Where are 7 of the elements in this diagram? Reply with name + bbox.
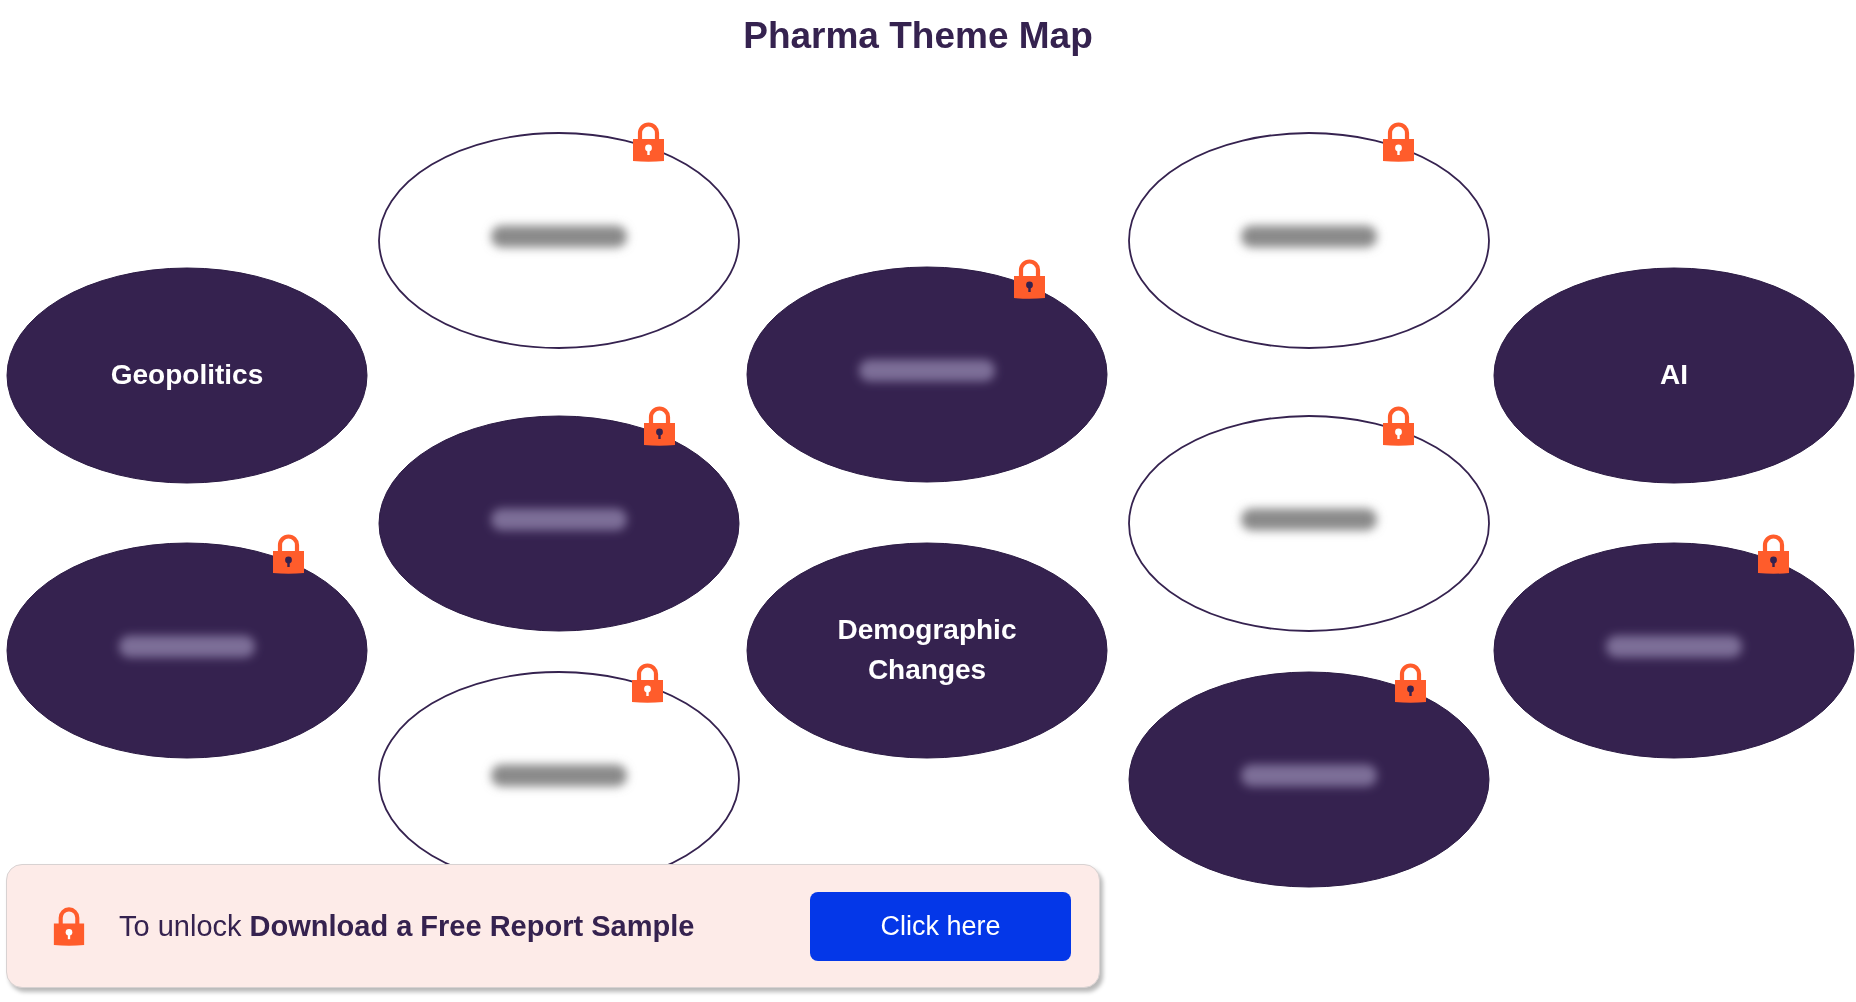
diagram-title: Pharma Theme Map [743, 14, 1093, 58]
theme-label: Demographic Changes [836, 613, 1018, 687]
click-here-button: Click here [810, 892, 1071, 961]
unlock-message: To unlock Download a Free Report Sample [119, 909, 695, 944]
unlock-banner [6, 864, 1100, 988]
theme-label: Geopolitics [110, 358, 264, 392]
theme-label: AI [1660, 358, 1688, 392]
